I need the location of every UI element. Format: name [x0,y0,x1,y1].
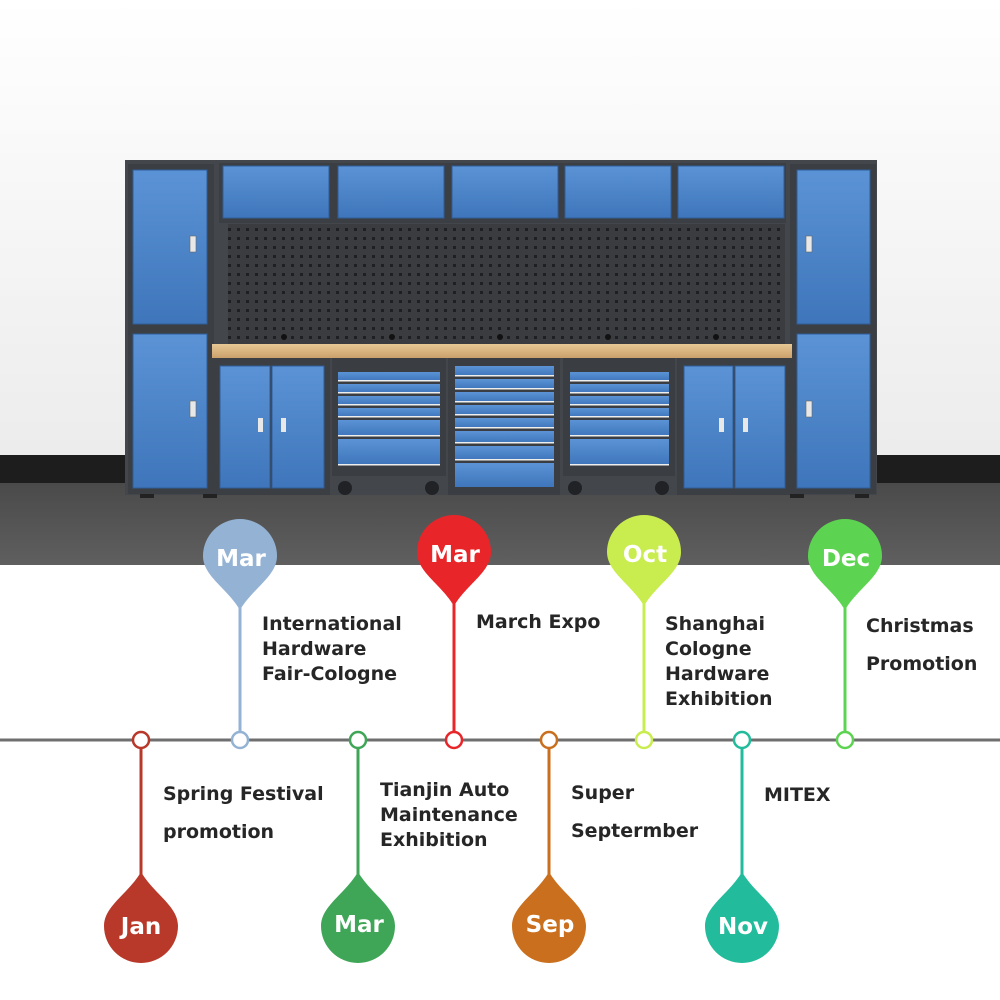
pin-icon [417,515,491,606]
wooden-worktop [212,344,792,358]
pin-icon [512,872,586,963]
event-label-line: Exhibition [380,829,488,851]
event-label-line: March Expo [476,611,601,633]
event-label-line: Hardware [665,663,770,685]
timeline-marker [444,730,464,750]
event-month-badge: Dec [822,546,870,572]
event-label-tianjin-auto-maintenance-exhibition: Tianjin Auto Maintenance Exhibition [380,778,518,853]
event-label-line: Super [571,782,635,804]
event-label-line: Spring Festival [163,783,324,805]
event-month-badge: Sep [526,912,575,938]
pin-icon [808,519,882,610]
timeline-marker [835,730,855,750]
event-month-badge: Mar [334,912,384,938]
timeline-marker [539,730,559,750]
workshop-cabinet-image [0,0,1000,565]
event-month-badge: Mar [216,546,266,572]
event-label-spring-festival-promotion: Spring Festival promotion [163,775,324,851]
event-label-super-septermber: Super Septermber [571,774,698,850]
event-label-line: promotion [163,821,275,843]
event-month-badge: Jan [119,914,161,940]
event-label-march-expo: March Expo [476,610,600,635]
event-label-line: MITEX [764,784,831,806]
event-month-badge: Nov [718,914,768,940]
event-label-line: Promotion [866,653,978,675]
event-label-line: Cologne [665,638,752,660]
event-label-line: Christmas [866,615,974,637]
event-month-badge: Mar [430,542,480,568]
event-label-line: Shanghai [665,613,766,635]
pin-icon [607,515,681,606]
timeline-marker [732,730,752,750]
event-label-international-hardware-fair-cologne: International Hardware Fair-Cologne [262,612,402,687]
event-label-line: Exhibition [665,688,773,710]
event-month-badge: Oct [623,542,667,568]
event-label-line: Tianjin Auto [380,779,510,801]
timeline-marker [634,730,654,750]
event-label-line: Hardware [262,638,367,660]
pegboard [228,224,785,344]
timeline-marker [230,730,250,750]
timeline-marker [131,730,151,750]
event-label-line: Septermber [571,820,699,842]
event-label-shanghai-cologne-hardware-exhibition: Shanghai Cologne Hardware Exhibition [665,612,773,712]
pin-icon [203,519,277,610]
event-label-line: Fair-Cologne [262,663,398,685]
timeline-marker [348,730,368,750]
event-label-christmas-promotion: Christmas Promotion [866,607,977,683]
event-label-mitex: MITEX [764,783,831,808]
event-label-line: Maintenance [380,804,518,826]
pin-icon [321,872,395,963]
event-label-line: International [262,613,402,635]
pin-icon [104,872,178,963]
pin-icon [705,872,779,963]
